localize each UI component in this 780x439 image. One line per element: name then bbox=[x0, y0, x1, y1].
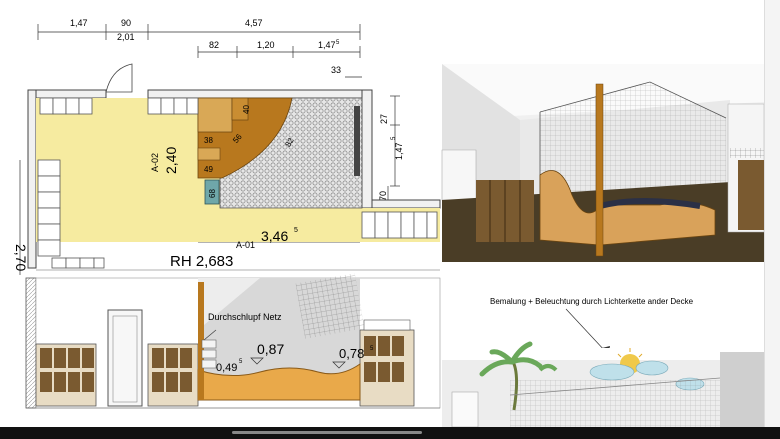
stairs bbox=[201, 339, 217, 369]
cubbies-top bbox=[39, 97, 199, 115]
sheet-svg: 1,47 90 2,01 4,57 82 1,20 1,47 5 33 27 1… bbox=[13, 18, 765, 428]
viewer-bottom-bar bbox=[0, 427, 780, 439]
cubbies-right bbox=[361, 211, 438, 239]
wavy-platform bbox=[197, 363, 361, 401]
section-a02: A-02 bbox=[150, 153, 160, 172]
door-swing bbox=[105, 63, 133, 93]
cloud-left bbox=[589, 363, 635, 381]
post-elevation bbox=[198, 282, 204, 400]
render-platform-top bbox=[599, 198, 701, 209]
render-net-top bbox=[539, 81, 727, 119]
dim-top-2: 90 bbox=[121, 18, 131, 28]
shelves-right bbox=[359, 319, 415, 407]
render-door-left bbox=[441, 149, 477, 201]
elevation: Durchschlupf Netz 0,87 0,49 5 0,78 5 bbox=[25, 273, 441, 409]
label-net: Durchschlupf Netz bbox=[208, 312, 282, 322]
viewer-edge bbox=[764, 0, 780, 427]
sun-rays bbox=[617, 348, 643, 358]
dim-147-right: 1,47 bbox=[394, 142, 404, 160]
wall-bar bbox=[354, 106, 360, 176]
dim-40: 40 bbox=[242, 105, 251, 114]
cubbies-bottom bbox=[51, 257, 105, 269]
door-elevation bbox=[107, 309, 143, 407]
level-marker-087 bbox=[250, 357, 264, 365]
render-net-bottom bbox=[510, 380, 720, 427]
level-087: 0,87 bbox=[257, 341, 284, 357]
room-height: RH 2,683 bbox=[170, 253, 233, 270]
render-shelves-lines bbox=[489, 180, 521, 242]
dim-second-2: 1,20 bbox=[257, 40, 275, 50]
dim-top-1: 1,47 bbox=[70, 18, 88, 28]
render-bottom-door bbox=[451, 391, 479, 428]
palm-leaves bbox=[479, 341, 543, 377]
render-post bbox=[595, 83, 604, 257]
cubbies-left bbox=[37, 159, 61, 257]
cloud-right bbox=[635, 360, 669, 376]
back-wall-light bbox=[198, 278, 260, 330]
level-049: 0,49 bbox=[216, 362, 237, 374]
render-top bbox=[441, 64, 765, 262]
shelves-left bbox=[35, 343, 97, 407]
caption-pointer bbox=[565, 308, 607, 353]
dim-70: 70 bbox=[378, 191, 388, 201]
dim-second-3-sup: 5 bbox=[336, 40, 340, 46]
render-bottom-right-wall bbox=[720, 352, 764, 427]
level-marker-078 bbox=[332, 361, 346, 369]
dim-top-3: 2,01 bbox=[117, 32, 135, 42]
door-panel bbox=[112, 315, 138, 403]
render-caption: Bemalung + Beleuchtung durch Lichterkett… bbox=[490, 297, 694, 306]
dim-68: 68 bbox=[208, 189, 217, 198]
net-pointer bbox=[203, 329, 217, 341]
platform-block bbox=[231, 97, 249, 121]
render-shelves-right bbox=[738, 160, 764, 230]
level-049-sup: 5 bbox=[239, 359, 243, 365]
dim-27: 27 bbox=[379, 114, 389, 124]
elevation-wall-left bbox=[25, 277, 37, 409]
dim-240: 2,40 bbox=[163, 147, 179, 174]
dim-second-1: 82 bbox=[209, 40, 219, 50]
dim-346-sup: 5 bbox=[294, 227, 298, 234]
dim-49: 49 bbox=[204, 165, 213, 174]
level-078: 0,78 bbox=[339, 346, 364, 361]
render-cubby-strip bbox=[730, 148, 764, 158]
dim-33: 33 bbox=[331, 65, 341, 75]
platform-step-49 bbox=[197, 147, 221, 161]
dim-147-right-sup: 5 bbox=[391, 136, 397, 140]
dim-38: 38 bbox=[204, 136, 213, 145]
teal-box bbox=[204, 179, 220, 205]
dim-top-4: 4,57 bbox=[245, 18, 263, 28]
render-bottom: Bemalung + Beleuchtung durch Lichterkett… bbox=[442, 297, 764, 428]
floor-plan: 1,47 90 2,01 4,57 82 1,20 1,47 5 33 27 1… bbox=[13, 18, 441, 275]
palm-leaves-small bbox=[538, 364, 558, 372]
net-mesh-panel bbox=[295, 273, 365, 339]
dim-270: 2,70 bbox=[13, 244, 29, 271]
render-bottom-ceiling bbox=[442, 348, 764, 360]
home-indicator[interactable] bbox=[232, 431, 422, 434]
shelves-middle bbox=[147, 343, 199, 407]
platform-light-step bbox=[197, 97, 233, 133]
dim-346: 3,46 bbox=[261, 228, 288, 244]
level-078-sup: 5 bbox=[370, 346, 374, 352]
dim-second-3: 1,47 bbox=[318, 40, 336, 50]
section-a01: A-01 bbox=[236, 240, 255, 250]
